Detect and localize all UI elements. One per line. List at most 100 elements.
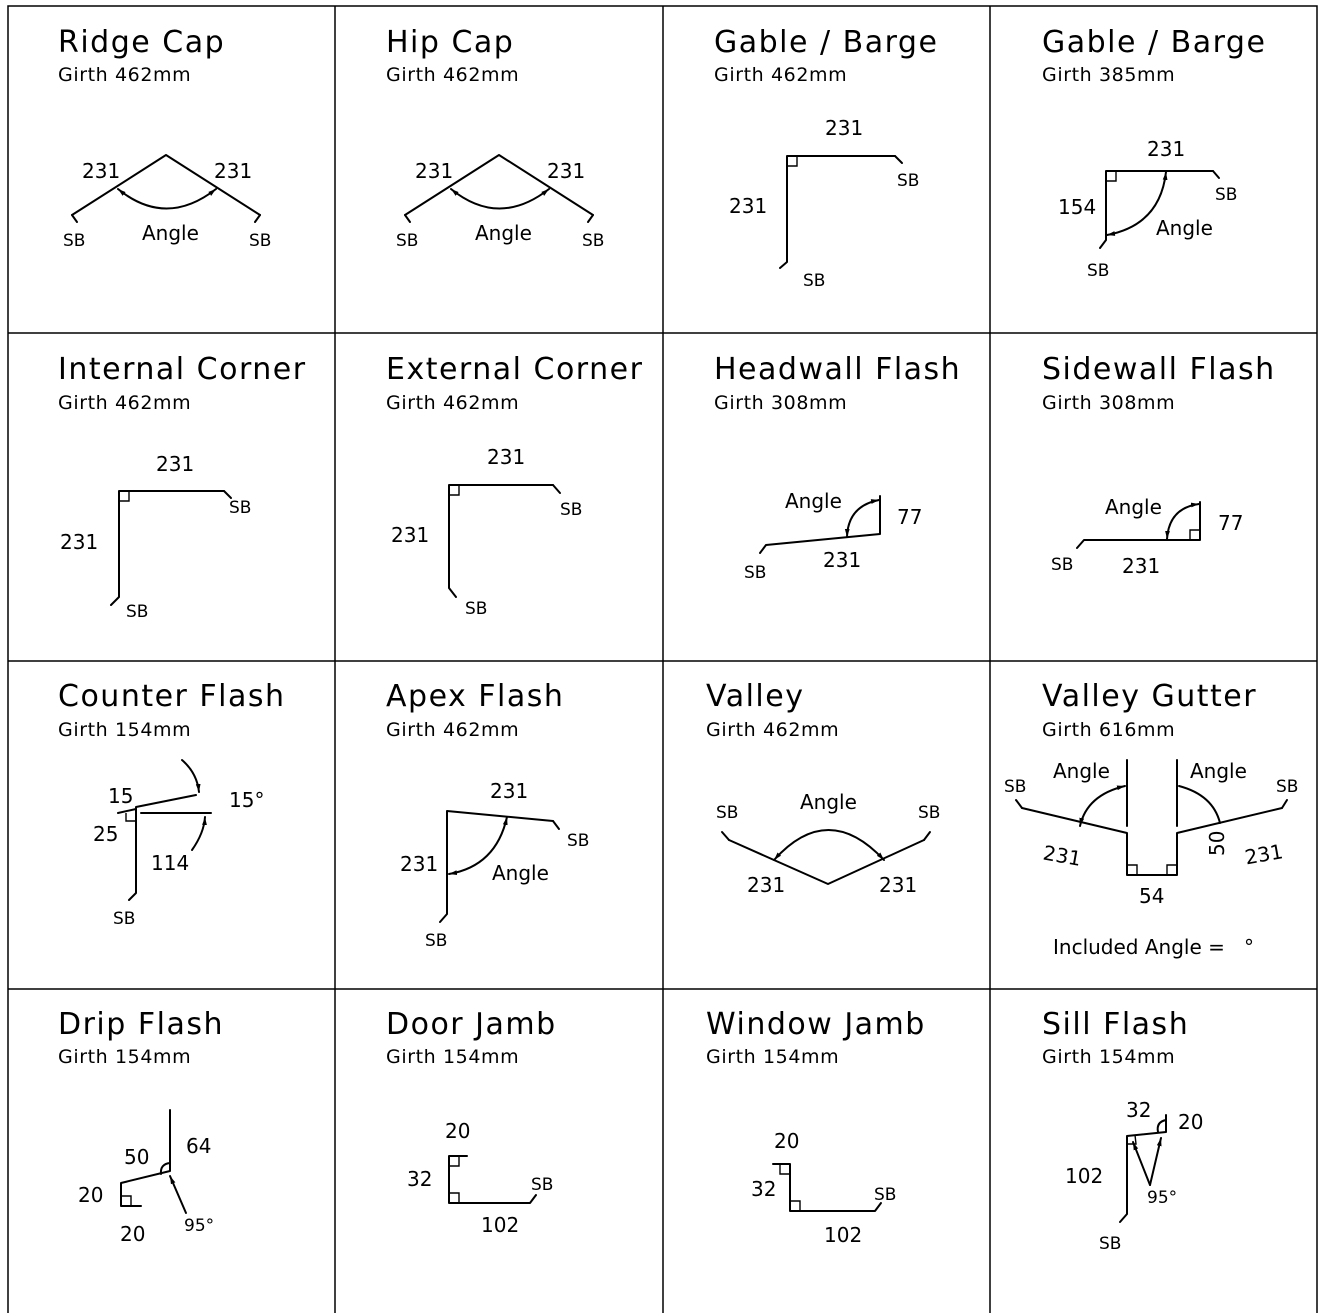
- dimension-label: 231: [60, 530, 98, 554]
- included-angle-label: Included Angle = °: [1053, 935, 1254, 959]
- panel-title: Window Jamb: [706, 1007, 926, 1042]
- safety-bend-label: SB: [744, 563, 766, 583]
- panel-title: Sidewall Flash: [1042, 352, 1276, 387]
- panel-title: Counter Flash: [58, 679, 286, 714]
- dimension-label: 231: [1041, 841, 1083, 871]
- panel-external-corner: External Corner Girth 462mm 231 231 SB S…: [386, 352, 643, 619]
- dimension-label: 231: [879, 873, 917, 897]
- safety-bend-label: SB: [465, 599, 487, 619]
- angle-label: Angle: [800, 790, 857, 814]
- safety-bend-label: SB: [560, 500, 582, 520]
- safety-bend-label: SB: [1004, 777, 1026, 797]
- safety-bend-label: SB: [567, 831, 589, 851]
- panel-title: Gable / Barge: [714, 25, 938, 60]
- panel-valley: Valley Girth 462mm Angle SB SB 231 231: [706, 679, 940, 897]
- safety-bend-label: SB: [229, 498, 251, 518]
- panel-title: Apex Flash: [386, 679, 564, 714]
- panel-title: Sill Flash: [1042, 1007, 1189, 1042]
- angle-label: Angle: [1156, 216, 1213, 240]
- profile-drawing: [1076, 501, 1201, 549]
- panel-gable-barge-385: Gable / Barge Girth 385mm 231 154 SB Ang…: [1042, 25, 1266, 281]
- panel-door-jamb: Door Jamb Girth 154mm 20 32 SB 102: [386, 1007, 555, 1237]
- panel-internal-corner: Internal Corner Girth 462mm 231 231 SB S…: [58, 352, 307, 622]
- panel-gable-barge-462: Gable / Barge Girth 462mm 231 231 SB SB: [714, 25, 938, 291]
- profile-drawing: [1099, 170, 1220, 249]
- dimension-label: 231: [1122, 554, 1160, 578]
- dimension-label: 20: [78, 1183, 103, 1207]
- dimension-label: 32: [751, 1177, 776, 1201]
- dimension-label: 20: [445, 1119, 470, 1143]
- safety-bend-label: SB: [531, 1175, 553, 1195]
- dimension-label: 231: [391, 523, 429, 547]
- profile-drawing: [721, 829, 931, 885]
- profile-drawing: [1119, 1114, 1167, 1223]
- panel-drip-flash: Drip Flash Girth 154mm 64 50 20 20 95°: [58, 1007, 224, 1246]
- dimension-label: 231: [729, 194, 767, 218]
- safety-bend-label: SB: [425, 931, 447, 951]
- dimension-label: 54: [1139, 884, 1164, 908]
- dimension-label: 154: [1058, 195, 1096, 219]
- profile-drawing: [117, 759, 212, 901]
- safety-bend-label: SB: [396, 231, 418, 251]
- panel-girth: Girth 308mm: [1042, 392, 1175, 414]
- panel-hip-cap: Hip Cap Girth 462mm 231 231 Angle SB SB: [386, 25, 604, 251]
- profile-drawing: [110, 490, 232, 606]
- panel-girth: Girth 462mm: [386, 719, 519, 741]
- dimension-label: 102: [1065, 1164, 1103, 1188]
- profile-drawing: [448, 484, 561, 598]
- profile-drawing: [120, 1109, 187, 1214]
- panel-title: Internal Corner: [58, 352, 307, 387]
- dimension-label: 231: [1147, 137, 1185, 161]
- dimension-label: 231: [1243, 839, 1285, 869]
- profile-drawing: [448, 1155, 537, 1204]
- panel-sill-flash: Sill Flash Girth 154mm 32 20 102 95° SB: [1042, 1007, 1203, 1254]
- safety-bend-label: SB: [113, 909, 135, 929]
- panel-girth: Girth 616mm: [1042, 719, 1175, 741]
- safety-bend-label: SB: [918, 803, 940, 823]
- dimension-label: 231: [415, 159, 453, 183]
- panel-title: Ridge Cap: [58, 25, 225, 60]
- panel-title: External Corner: [386, 352, 643, 387]
- panel-title: Gable / Barge: [1042, 25, 1266, 60]
- panel-girth: Girth 462mm: [706, 719, 839, 741]
- panel-headwall-flash: Headwall Flash Girth 308mm Angle 77 231 …: [714, 352, 961, 583]
- dimension-label: 231: [747, 873, 785, 897]
- panel-ridge-cap: Ridge Cap Girth 462mm 231 231 Angle SB S…: [58, 25, 271, 251]
- panel-girth: Girth 154mm: [58, 1046, 191, 1068]
- panel-girth: Girth 308mm: [714, 392, 847, 414]
- panel-girth: Girth 154mm: [706, 1046, 839, 1068]
- safety-bend-label: SB: [874, 1185, 896, 1205]
- panel-title: Valley Gutter: [1042, 679, 1257, 714]
- panel-valley-gutter: Valley Gutter Girth 616mm Angle Angle SB…: [1004, 679, 1298, 959]
- panel-girth: Girth 154mm: [1042, 1046, 1175, 1068]
- panel-title: Hip Cap: [386, 25, 514, 60]
- safety-bend-label: SB: [716, 803, 738, 823]
- profile-drawing: [439, 810, 560, 923]
- angle-label: Angle: [1053, 759, 1110, 783]
- panel-girth: Girth 462mm: [386, 392, 519, 414]
- dimension-label: 231: [825, 116, 863, 140]
- safety-bend-label: SB: [249, 231, 271, 251]
- panel-title: Headwall Flash: [714, 352, 961, 387]
- dimension-label: 64: [186, 1134, 211, 1158]
- profile-drawing: [759, 495, 881, 554]
- panel-girth: Girth 462mm: [714, 64, 847, 86]
- safety-bend-label: SB: [1215, 185, 1237, 205]
- profile-drawing: [779, 155, 903, 269]
- angle-label: Angle: [785, 489, 842, 513]
- angle-label: 95°: [184, 1216, 214, 1236]
- dimension-label: 231: [400, 852, 438, 876]
- safety-bend-label: SB: [63, 231, 85, 251]
- angle-label: Angle: [142, 221, 199, 245]
- dimension-label: 20: [120, 1222, 145, 1246]
- dimension-label: 231: [547, 159, 585, 183]
- angle-label: Angle: [492, 861, 549, 885]
- dimension-label: 32: [407, 1167, 432, 1191]
- profile-drawing: [772, 1163, 882, 1212]
- dimension-label: 231: [214, 159, 252, 183]
- panel-title: Drip Flash: [58, 1007, 224, 1042]
- panel-girth: Girth 462mm: [58, 392, 191, 414]
- dimension-label: 231: [82, 159, 120, 183]
- angle-label: 15°: [229, 788, 264, 812]
